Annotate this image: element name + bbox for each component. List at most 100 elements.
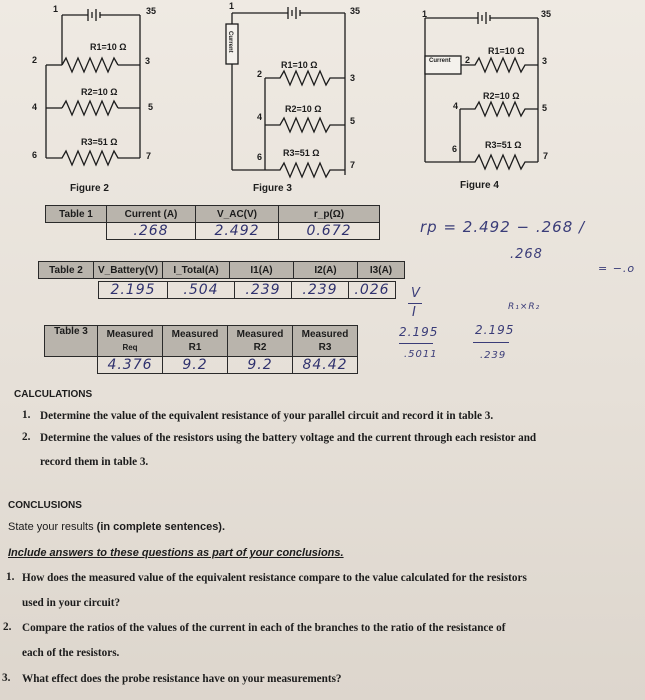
note-calc2-num: 2.195 [475, 323, 515, 337]
table-2-value-vbattery: 2.195 [98, 281, 168, 299]
note-v-over-i-bar [408, 303, 422, 304]
fig4-node-6: 6 [452, 144, 458, 154]
figure-4-caption: Figure 4 [460, 180, 499, 191]
table-2-values: 2.195 .504 .239 .239 .026 [98, 281, 396, 299]
table-3-header-req-line2: Req [122, 343, 138, 352]
fig2-node-3: 3 [145, 56, 151, 66]
table-3-header-req-line1: Measured [106, 329, 154, 340]
table-1-header-rp: r_p(Ω) [278, 205, 380, 223]
table-3-header-r2-line2: R2 [253, 342, 267, 353]
table-3: Table 3 Measured Req Measured R1 Measure… [44, 325, 358, 374]
table-1: Table 1 Current (A) V_AC(V) r_p(Ω) .268 … [45, 205, 380, 240]
conclusions-instruction: Include answers to these questions as pa… [8, 547, 344, 559]
calc-item-2-number: 2. [22, 431, 31, 443]
figure-3-circuit [225, 7, 346, 179]
fig4-r3-label: R3=51 Ω [485, 140, 522, 150]
note-calc1-bar [399, 343, 433, 344]
figure-2-circuit [45, 9, 141, 167]
fig2-node-7: 7 [146, 151, 152, 161]
figure-4-circuit [424, 12, 539, 171]
fig3-node-7: 7 [350, 160, 356, 170]
conclusions-intro: State your results (in complete sentence… [8, 521, 225, 533]
conclusion-q3-text: What effect does the probe resistance ha… [22, 673, 342, 685]
fig2-r1-label: R1=10 Ω [90, 42, 127, 52]
note-calc2-den: .239 [480, 350, 507, 361]
table-3-value-r2: 9.2 [227, 356, 293, 374]
table-1-value-current: .268 [106, 222, 196, 240]
fig2-r3-label: R3=51 Ω [81, 137, 118, 147]
fig3-r3-label: R3=51 Ω [283, 148, 320, 158]
table-1-empty-cell [46, 223, 107, 240]
fig3-current-meter-label: Current [227, 31, 233, 53]
conclusion-q2-text: Compare the ratios of the values of the … [22, 622, 506, 634]
figure-3-caption: Figure 3 [253, 183, 292, 194]
fig3-node-3: 3 [350, 73, 356, 83]
fig3-node-1: 1 [229, 1, 235, 11]
table-2-header-i1: I1(A) [229, 261, 295, 279]
conclusion-q2-number: 2. [3, 621, 12, 633]
fig3-node-5: 5 [350, 116, 356, 126]
calc-item-1-number: 1. [22, 409, 31, 421]
conclusion-q1-number: 1. [6, 571, 15, 583]
note-calc2-bar [473, 342, 509, 343]
fig4-battery-voltage: 35 [541, 9, 552, 19]
fig2-node-5: 5 [148, 102, 154, 112]
table-3-value-r1: 9.2 [162, 356, 228, 374]
table-3-value-r3: 84.42 [292, 356, 358, 374]
conclusions-intro-prefix: State your results [8, 521, 97, 533]
note-rp-tail: = −.o [598, 262, 636, 275]
fig3-node-2: 2 [257, 69, 263, 79]
table-3-header-r3-line2: R3 [318, 342, 332, 353]
fig4-node-2: 2 [465, 55, 471, 65]
fig4-node-5: 5 [542, 103, 548, 113]
calc-item-2-text: Determine the values of the resistors us… [40, 432, 537, 444]
table-2-value-i2: .239 [291, 281, 349, 299]
table-2-label: Table 2 [38, 261, 94, 279]
table-3-empty-cell [45, 357, 98, 374]
fig4-r2-label: R2=10 Ω [483, 91, 520, 101]
note-calc1-den: .5011 [404, 349, 438, 360]
conclusion-q2-text-cont: each of the resistors. [22, 647, 120, 659]
table-3-header-req: Measured Req [97, 325, 163, 357]
fig4-node-1: 1 [422, 9, 428, 19]
fig4-r1-label: R1=10 Ω [488, 46, 525, 56]
table-1-header-current: Current (A) [106, 205, 196, 223]
table-3-header-r1: Measured R1 [162, 325, 228, 357]
table-3-header-r2: Measured R2 [227, 325, 293, 357]
conclusions-intro-bold: (in complete sentences). [96, 521, 226, 533]
table-2-value-i1: .239 [234, 281, 292, 299]
table-3-header-r1-line2: R1 [188, 342, 202, 353]
table-2-header-i2: I2(A) [293, 261, 359, 279]
table-3-label: Table 3 [44, 325, 98, 357]
conclusions-title: CONCLUSIONS [8, 500, 82, 511]
table-3-header-r3: Measured R3 [292, 325, 358, 357]
table-2: Table 2 V_Battery(V) I_Total(A) I1(A) I2… [38, 261, 406, 279]
fig4-node-3: 3 [542, 56, 548, 66]
note-rp-line: rp = 2.492 − .268 / [420, 218, 586, 236]
fig4-node-4: 4 [453, 101, 459, 111]
calc-item-2-text-cont: record them in table 3. [40, 456, 149, 468]
table-2-header-i3: I3(A) [357, 261, 406, 279]
conclusion-q1-text: How does the measured value of the equiv… [22, 572, 527, 584]
note-calc1-num: 2.195 [399, 325, 439, 339]
table-2-header-itotal: I_Total(A) [162, 261, 231, 279]
table-2-value-i3: .026 [348, 281, 396, 299]
table-1-value-vac: 2.492 [195, 222, 279, 240]
note-v-over-i-den: I [412, 305, 417, 320]
note-v-over-i-num: V [411, 286, 421, 301]
table-1-value-rp: 0.672 [278, 222, 380, 240]
table-2-value-itotal: .504 [167, 281, 235, 299]
note-rp-denominator: .268 [510, 247, 543, 262]
note-r1-times-r2: R₁×R₂ [508, 302, 541, 312]
fig3-node-4: 4 [257, 112, 263, 122]
table-3-header-r2-line1: Measured [236, 329, 284, 340]
table-3-value-req: 4.376 [97, 356, 163, 374]
fig3-r1-label: R1=10 Ω [281, 60, 318, 70]
fig2-node-6: 6 [32, 150, 38, 160]
fig2-battery-voltage: 35 [146, 6, 157, 16]
fig2-node-4: 4 [32, 102, 38, 112]
fig4-current-meter-label: Current [429, 58, 451, 64]
calculations-title: CALCULATIONS [14, 389, 93, 400]
figure-2-caption: Figure 2 [70, 183, 109, 194]
fig2-r2-label: R2=10 Ω [81, 87, 118, 97]
